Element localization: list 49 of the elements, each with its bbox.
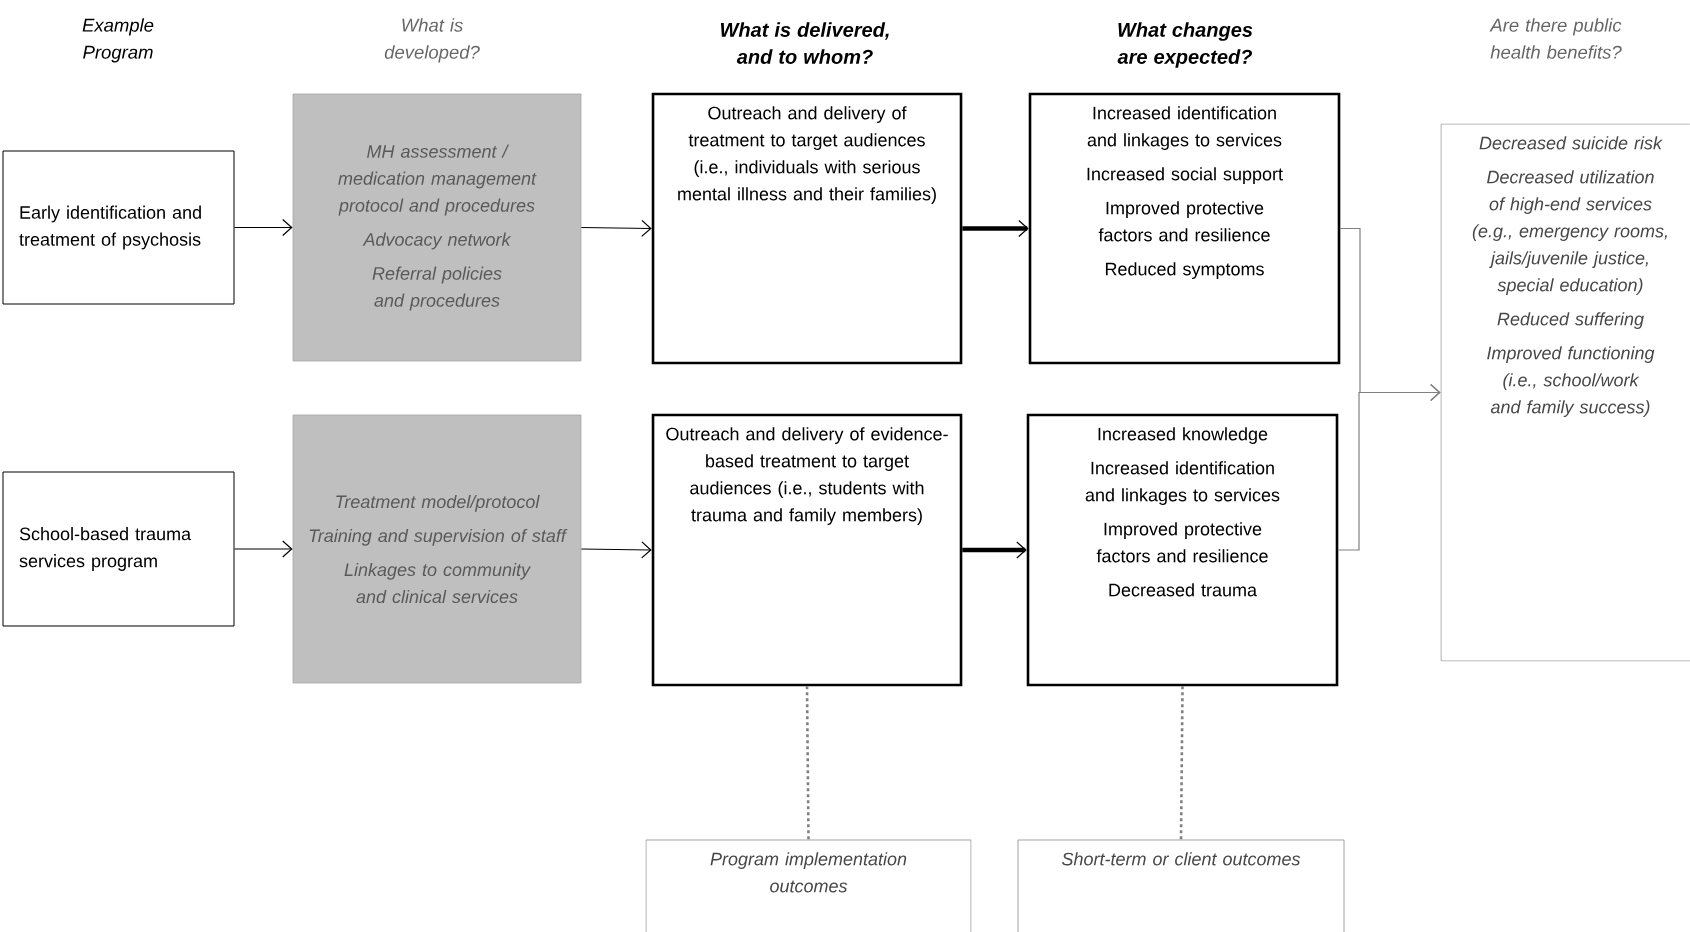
node-label: Decreased suicide risk bbox=[1479, 136, 1663, 150]
node-label: Improved functioning (i.e., school/work and family success) bbox=[1487, 346, 1655, 417]
node-label: Reduced suffering bbox=[1497, 312, 1644, 329]
node-label: Short-term or client outcomes bbox=[1061, 852, 1301, 866]
column-heading: What is delivered, and to whom? bbox=[721, 22, 889, 64]
node-label: Increased knowledge bbox=[1098, 427, 1268, 444]
node-label: Linkages to community and clinical services bbox=[344, 562, 531, 604]
activity-box bbox=[292, 414, 582, 684]
node-label: Decreased utilization of high-end services (e.g., emergency rooms, jails/juvenile justice, special education) bbox=[1472, 170, 1667, 295]
arrow bbox=[580, 219, 652, 237]
process-box bbox=[651, 92, 963, 365]
dotted-line bbox=[1179, 686, 1184, 840]
node-label: Increased social support bbox=[1087, 167, 1283, 184]
arrow bbox=[233, 218, 293, 237]
node-label: Early identification and treatment of psychosis bbox=[19, 205, 201, 250]
node-label: Referral policies and procedures bbox=[372, 266, 502, 311]
outcome-box bbox=[645, 839, 972, 932]
arrow bbox=[962, 541, 1027, 559]
node-label: School-based trauma services program bbox=[19, 527, 192, 571]
node-label: Improved protective factors and resilience bbox=[1096, 522, 1268, 563]
dotted-line bbox=[805, 686, 810, 840]
process-box bbox=[1026, 413, 1339, 687]
column-heading: Are there public health benefits? bbox=[1489, 18, 1622, 59]
connector-arrow bbox=[1337, 383, 1441, 551]
activity-box bbox=[292, 93, 582, 362]
arrow bbox=[580, 541, 652, 559]
outcome-box bbox=[1440, 123, 1690, 662]
process-box bbox=[2, 150, 235, 305]
node-label: Improved protective factors and resilience bbox=[1098, 201, 1270, 242]
arrow bbox=[233, 540, 293, 558]
node-label: Outreach and delivery of evidence-based treatment to target audiences (i.e., students with trauma and family members) bbox=[666, 427, 948, 525]
column-heading: What is developed? bbox=[384, 18, 480, 63]
node-label: Treatment model/protocol bbox=[336, 494, 540, 512]
process-box bbox=[2, 471, 235, 627]
arrow bbox=[962, 219, 1029, 238]
process-box bbox=[1028, 92, 1341, 365]
node-label: MH assessment / medication management protocol and procedures bbox=[338, 144, 537, 216]
outcome-box bbox=[1017, 839, 1345, 932]
node-label: Training and supervision of staff bbox=[309, 528, 568, 546]
node-label: Outreach and delivery of treatment to target audiences (i.e., individuals with serious mental illness and their families) bbox=[678, 106, 936, 204]
node-label: Program implementation outcomes bbox=[710, 852, 907, 893]
node-label: Increased identification and linkages to services bbox=[1085, 461, 1280, 505]
process-box bbox=[651, 413, 963, 687]
node-label: Increased identification and linkages to services bbox=[1087, 106, 1282, 150]
node-label: Decreased trauma bbox=[1109, 583, 1258, 597]
column-heading: What changes are expected? bbox=[1117, 22, 1253, 68]
node-label: Advocacy network bbox=[362, 232, 512, 250]
node-label: Reduced symptoms bbox=[1105, 262, 1264, 279]
column-heading: Example Program bbox=[82, 18, 154, 63]
